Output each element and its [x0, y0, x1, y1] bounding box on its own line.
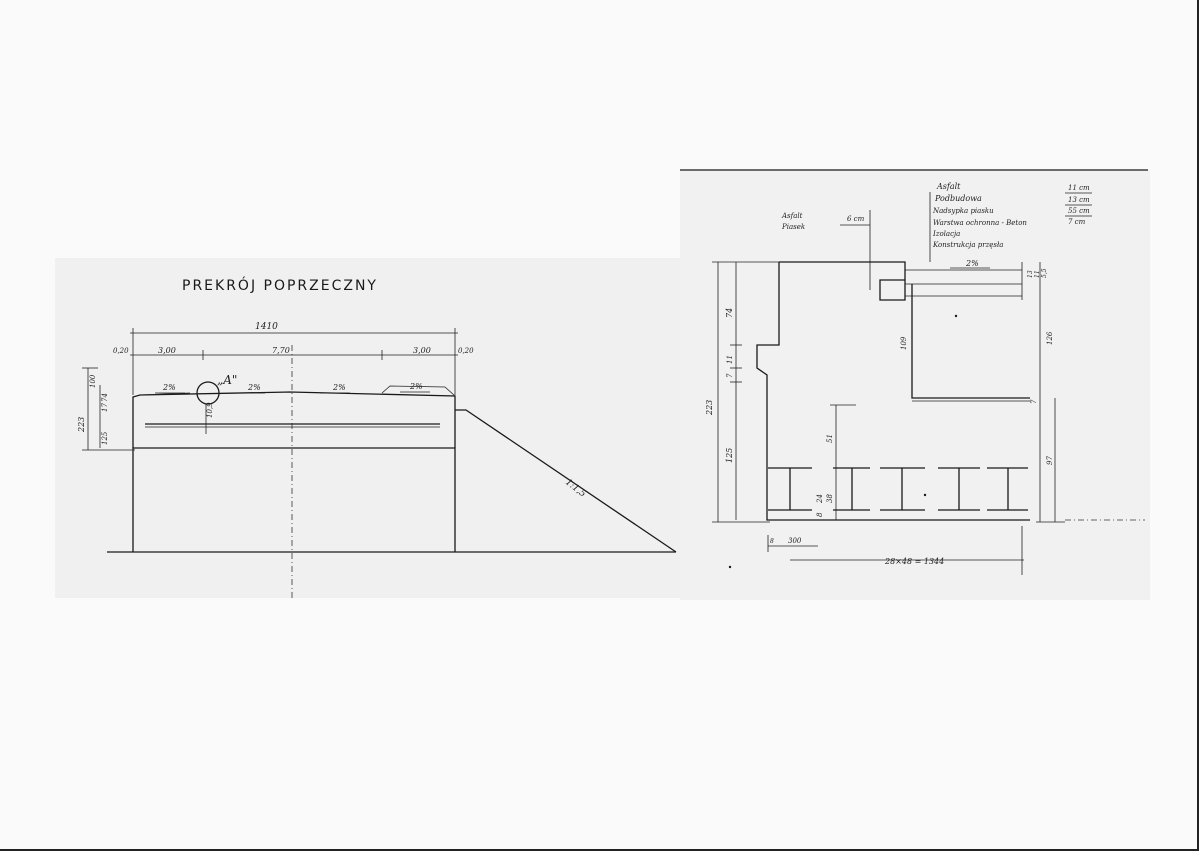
abutment-body [132, 447, 456, 552]
layer-size-2: 13 cm [1068, 196, 1090, 204]
dim-v-7b: 7 [1030, 399, 1038, 404]
dim-edge-left: 0,20 [113, 347, 129, 355]
dim-v-51: 51 [826, 434, 834, 443]
i-beams [768, 467, 1028, 511]
i-beam-5 [987, 467, 1028, 511]
layer-size-3: 55 cm [1068, 207, 1090, 215]
speck-3 [728, 565, 732, 569]
scan-tint-left [55, 258, 685, 598]
dim-v-55: 5,5 [1041, 268, 1048, 278]
layer-5: Izolacja [932, 230, 960, 238]
i-beam-2 [833, 467, 870, 511]
curb-block [779, 261, 906, 301]
speck-2 [923, 493, 927, 497]
dim-v-97: 97 [1046, 456, 1054, 465]
dim-total: 1410 [255, 322, 278, 332]
layer-3: Nadsypka piasku [932, 207, 994, 215]
slope-1: 2% [162, 383, 176, 392]
dim-lane-left: 3,00 [158, 346, 176, 355]
layer-2: Podbudowa [934, 194, 982, 203]
embankment-slope [455, 409, 677, 553]
side-size: 6 cm [847, 215, 865, 223]
slope-2: 2% [247, 383, 261, 392]
deck-back [911, 284, 1030, 399]
slope-4: 2% [409, 382, 423, 391]
detail-a-label: „A" [217, 373, 237, 387]
abutment-outline [756, 262, 1030, 521]
layer-size-1: 11 cm [1068, 184, 1090, 192]
side-layer-1: Asfalt [781, 212, 803, 220]
dim-v-109: 109 [900, 336, 908, 350]
slope-3: 2% [332, 383, 346, 392]
layer-1: Asfalt [936, 182, 961, 191]
pavement-layers [905, 269, 1022, 297]
dim-h-300: 300 [788, 537, 802, 545]
dim-lane-mid: 7,70 [272, 346, 290, 355]
layer-4: Warstwa ochronna - Beton [933, 219, 1027, 227]
dim-v-126: 126 [1046, 331, 1054, 345]
dim-v-125: 125 [725, 448, 734, 463]
i-beam-3 [880, 467, 925, 511]
layer-6: Konstrukcja przęsła [932, 241, 1003, 249]
dim-h-8: 8 [770, 538, 774, 545]
dim-v-11b: 11 [1034, 270, 1041, 278]
dim-v-11: 11 [726, 355, 734, 364]
dim-h-a: 17 [101, 403, 109, 412]
dim-v-7: 7 [726, 373, 734, 378]
cross-section-title: PREKRÓJ POPRZECZNY [182, 276, 378, 294]
detail-a-circle [196, 381, 220, 405]
dim-h-bot: 125 [101, 431, 109, 445]
detail-a: Asfalt Podbudowa Nadsypka piasku Warstwa… [705, 182, 1145, 575]
scan-tint-right [680, 170, 1150, 600]
dim-h-top: 100 [89, 374, 97, 388]
dim-lane-right: 3,00 [413, 346, 431, 355]
dim-span: 28×48 = 1344 [884, 557, 944, 566]
dim-v-13: 13 [1027, 270, 1034, 278]
deck-section [132, 391, 456, 448]
dim-v-24: 24 [816, 494, 824, 504]
dim-v-38: 38 [826, 494, 834, 503]
dim-v-total: 223 [705, 400, 714, 416]
layer-size-4: 7 cm [1068, 218, 1086, 226]
dim-h-total: 223 [77, 417, 86, 433]
speck-1 [954, 314, 958, 318]
i-beam-1 [768, 467, 812, 511]
dim-v-8: 8 [816, 512, 824, 517]
side-layer-2: Piasek [781, 223, 805, 231]
i-beam-4 [938, 467, 980, 511]
dim-h-b: 74 [101, 393, 109, 402]
pavement-slope: 2% [965, 259, 979, 268]
dim-v-74: 74 [725, 308, 734, 318]
dim-h-c: 10,9 [206, 402, 214, 418]
dim-edge-right: 0,20 [458, 347, 474, 355]
